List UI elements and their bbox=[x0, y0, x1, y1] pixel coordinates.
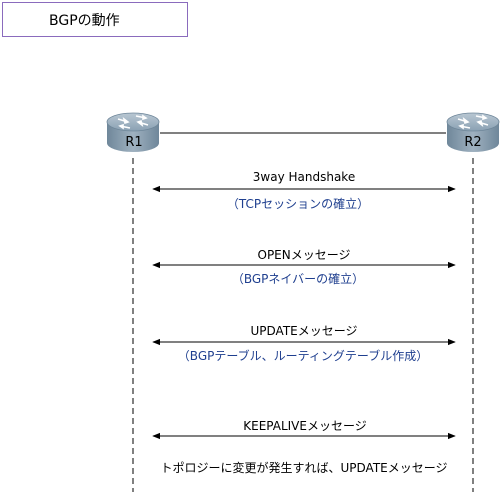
router-r2-icon bbox=[446, 112, 500, 152]
message-note-update: （BGPテーブル、ルーティングテーブル作成） bbox=[177, 349, 429, 363]
title-text: BGPの動作 bbox=[49, 12, 120, 29]
message-label-keepalive: KEEPALIVEメッセージ bbox=[243, 419, 367, 433]
message-note-3way: （TCPセッションの確立） bbox=[226, 197, 370, 211]
message-label-open: OPENメッセージ bbox=[257, 248, 351, 262]
message-label-update: UPDATEメッセージ bbox=[250, 324, 358, 338]
footer-note: トポロジーに変更が発生すれば、UPDATEメッセージ bbox=[160, 461, 448, 475]
router-r1-label: R1 bbox=[125, 135, 143, 150]
message-note-open: （BGPネイバーの確立） bbox=[231, 272, 365, 286]
message-label-3way: 3way Handshake bbox=[252, 170, 356, 184]
page-title: BGPの動作 bbox=[2, 2, 188, 37]
router-r1-icon bbox=[106, 112, 160, 152]
router-r2-label: R2 bbox=[464, 135, 482, 150]
